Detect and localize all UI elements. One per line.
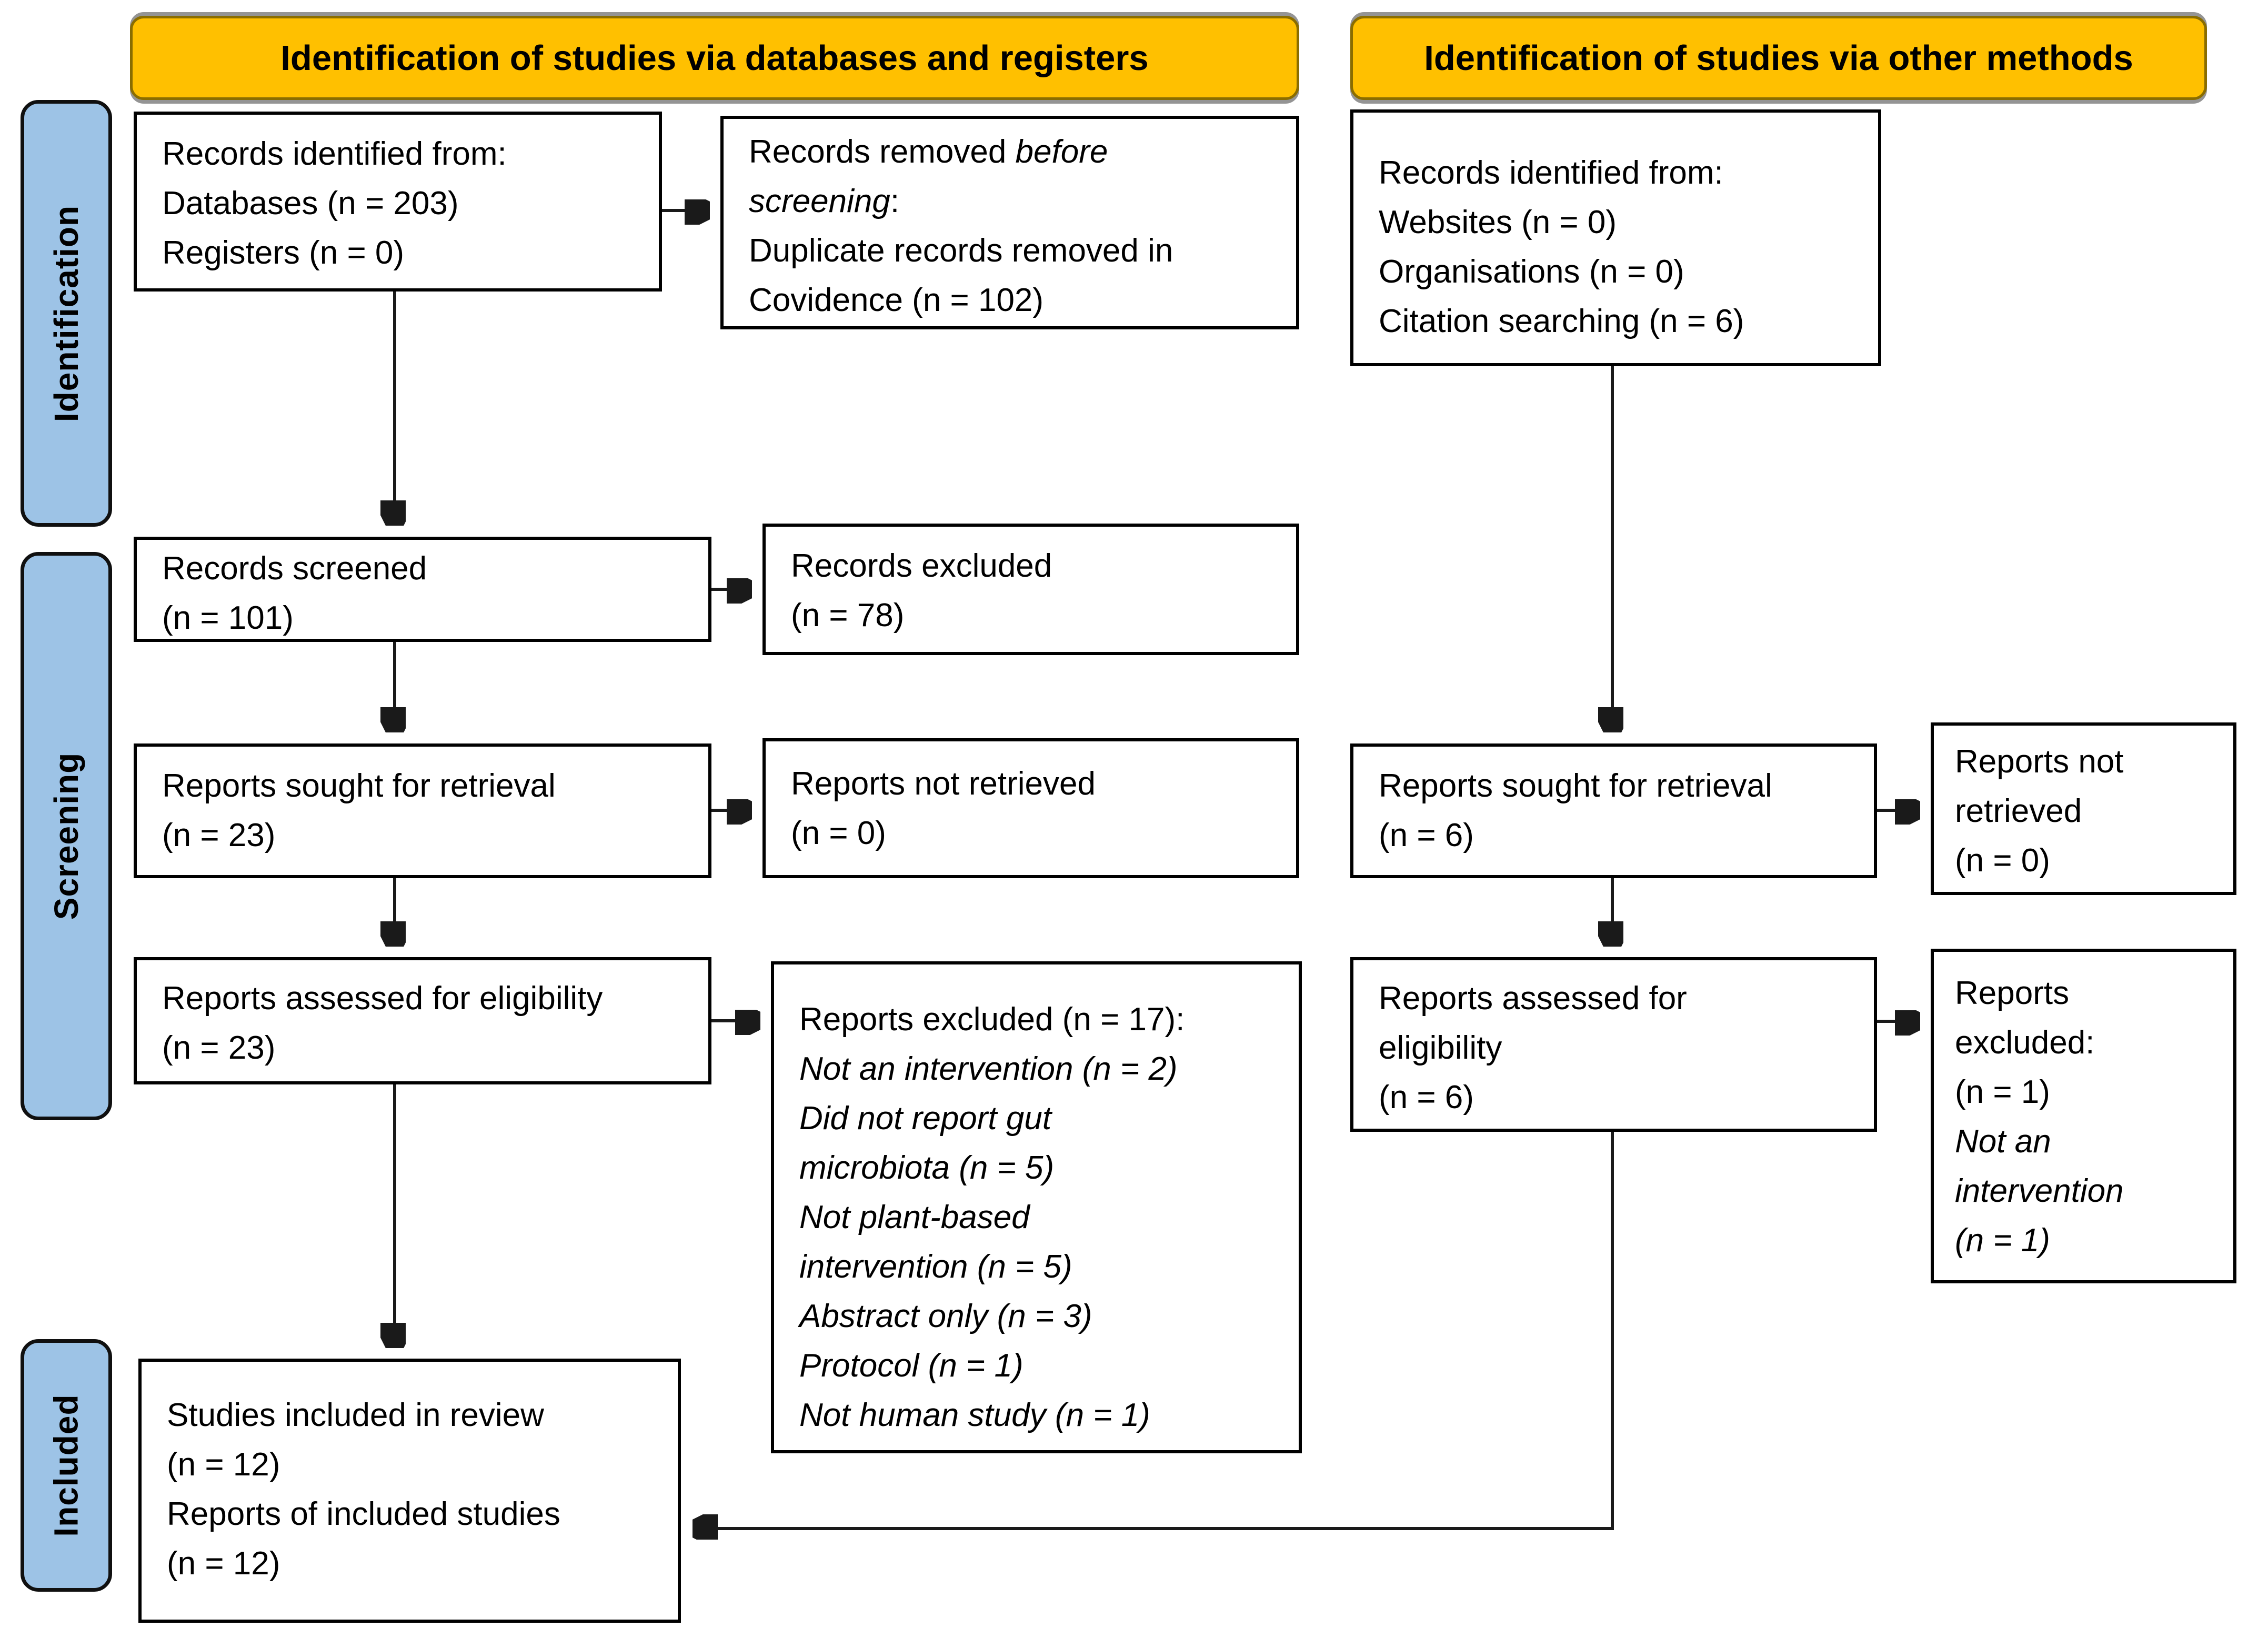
sidebar-label-included: Included [47,1394,85,1537]
records-identified-other-box: Records identified from:Websites (n = 0)… [1350,109,1881,366]
records-screened-box: Records screened(n = 101) [134,537,711,642]
reports-sought-db-box: Reports sought for retrieval(n = 23) [134,743,711,878]
records-excluded-box: Records excluded(n = 78) [762,524,1299,655]
reports-not-retrieved-db-box: Reports not retrieved(n = 0) [762,738,1299,878]
studies-included-box: Studies included in review(n = 12)Report… [138,1359,681,1623]
reports-assessed-db-box: Reports assessed for eligibility(n = 23) [134,957,711,1084]
header-databases-registers: Identification of studies via databases … [130,16,1299,100]
sidebar-phase-identification: Identification [21,100,112,527]
sidebar-phase-included: Included [21,1339,112,1592]
sidebar-label-screening: Screening [47,752,85,920]
header-other-methods: Identification of studies via other meth… [1350,16,2207,100]
sidebar-phase-screening: Screening [21,552,112,1120]
reports-sought-other-box: Reports sought for retrieval(n = 6) [1350,743,1877,878]
records-identified-db-box: Records identified from:Databases (n = 2… [134,112,662,292]
reports-excluded-db-box: Reports excluded (n = 17):Not an interve… [771,961,1302,1453]
sidebar-label-identification: Identification [47,205,85,422]
